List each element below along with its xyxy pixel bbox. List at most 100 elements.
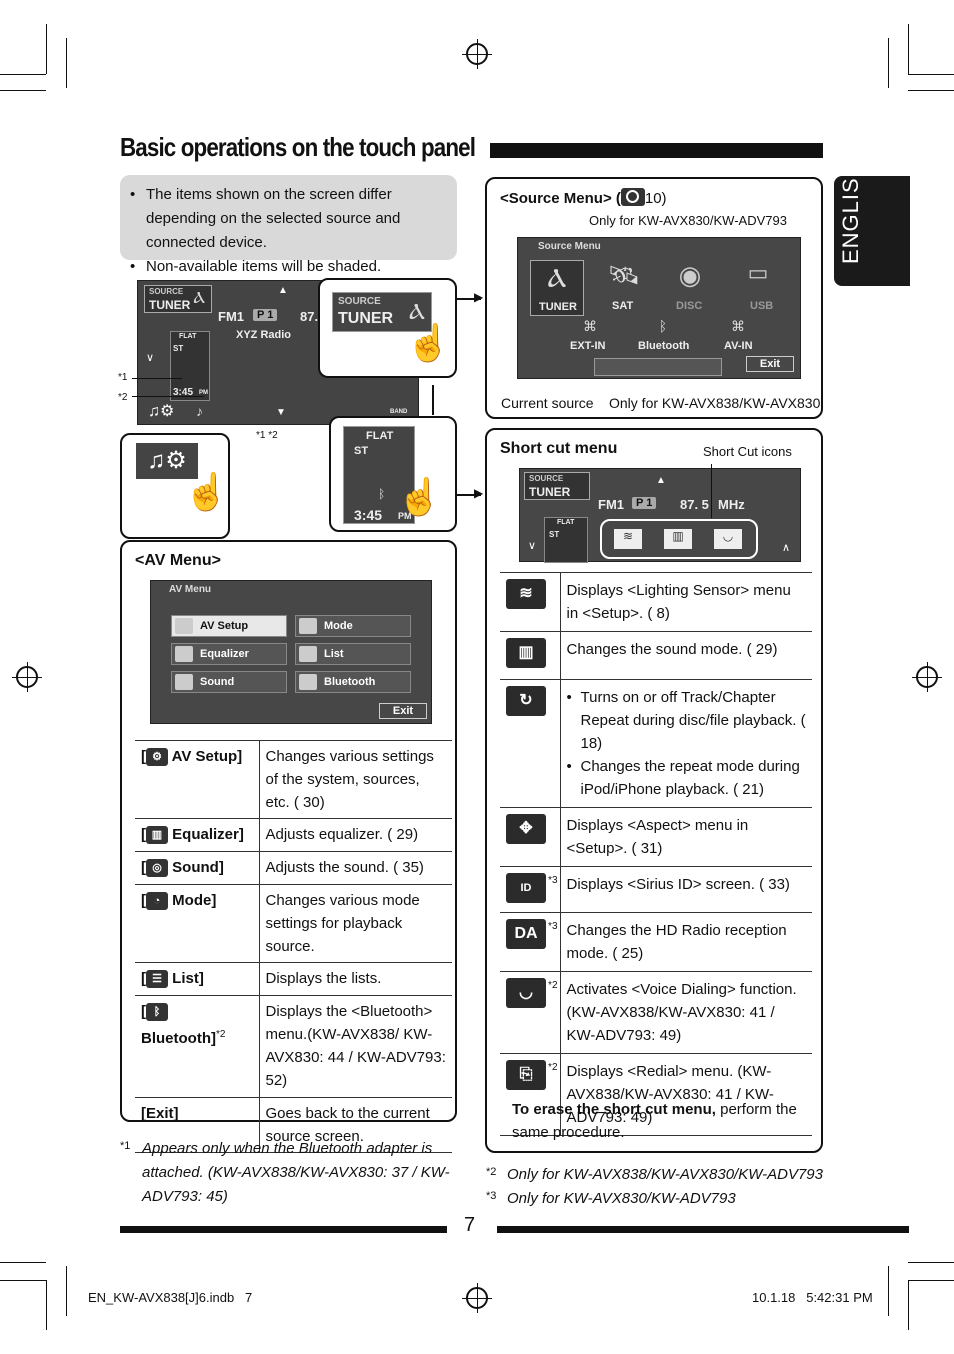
erase-note: To erase the short cut menu, perform the… — [500, 1098, 800, 1144]
note-icon[interactable]: ♪ — [196, 403, 203, 419]
ext-in-source[interactable]: ⌘ EXT-IN — [564, 318, 616, 354]
source-button-zoomed[interactable]: SOURCE TUNER Ⲁ — [332, 292, 432, 332]
time-label: 3:45 — [173, 387, 194, 398]
lighting-sensor-icon[interactable]: ≋ — [614, 529, 642, 549]
bluetooth-button[interactable]: Bluetooth — [295, 671, 411, 693]
tuner-label: TUNER — [338, 310, 394, 327]
source-label: TUNER — [539, 301, 577, 313]
bullet-mark: • — [566, 689, 572, 706]
row-text: Changes the HD Radio reception mode. ( 2… — [560, 912, 812, 972]
sound-icon: ◎ — [146, 859, 168, 878]
mode-icon: ◔ — [146, 892, 168, 911]
key-cell: [Exit] — [135, 1097, 260, 1153]
bluetooth-icon — [299, 674, 317, 690]
button-label: List — [324, 648, 344, 660]
flat-label: FLAT — [366, 430, 394, 442]
footnote-3: Only for KW-AVX830/KW-ADV793 — [507, 1190, 736, 1207]
disc-source[interactable]: ◉ DISC — [662, 260, 718, 316]
page-ref-icon — [620, 188, 645, 206]
note-item: Non-available items will be shaded. — [130, 255, 445, 279]
bluetooth-source[interactable]: ᛒ Bluetooth — [634, 318, 692, 354]
equalizer-button[interactable]: Equalizer — [171, 643, 287, 665]
row-desc: Adjusts equalizer. ( 29) — [259, 818, 452, 852]
station-name: XYZ Radio — [236, 329, 292, 341]
av-setup-button[interactable]: AV Setup — [171, 615, 287, 637]
sound-mode-icon[interactable]: ▥ — [664, 529, 692, 549]
preset-badge: P 1 — [632, 497, 657, 509]
title-bar — [490, 143, 823, 158]
arrowhead-icon: ▶ — [474, 486, 484, 500]
table-row: ▥Changes the sound mode. ( 29) — [500, 631, 812, 680]
hand-pointer-icon: ☝ — [406, 322, 451, 363]
registration-mark — [462, 39, 492, 69]
row-key: AV Setup] — [171, 748, 243, 765]
footer-date: 10.1.18 5:42:31 PM — [752, 1290, 873, 1305]
source-menu-screen-title: Source Menu — [538, 241, 601, 252]
row-bullet: •Turns on or off Track/Chapter Repeat du… — [567, 686, 807, 755]
row-text: Changes the sound mode. ( 29) — [560, 631, 812, 680]
source-menu-screen: Source Menu Ⲁ TUNER 🛰 SAT ◉ DISC ▭ USB ⌘… — [517, 237, 801, 379]
time-label: 3:45 — [354, 507, 383, 523]
flat-panel-zoomed[interactable]: FLAT ST ᛒ 3:45 PM — [343, 426, 415, 524]
crop-mark — [0, 1280, 46, 1281]
source-status-bar — [594, 358, 722, 376]
flat-panel[interactable]: FLAT ST 3:45 PM — [170, 331, 210, 401]
erase-bold: To erase the short cut menu, — [512, 1101, 716, 1118]
down-arrow-icon[interactable]: ∨ — [528, 540, 537, 552]
registration-mark — [462, 1283, 492, 1313]
sound-button[interactable]: Sound — [171, 671, 287, 693]
cable-icon: ⌘ — [583, 318, 597, 334]
crop-mark — [908, 24, 909, 74]
repeat-icon: ↻ — [506, 686, 546, 716]
footnote-marker-12: *1 *2 — [256, 430, 278, 441]
flat-panel[interactable]: FLAT ST — [544, 517, 588, 563]
source-button[interactable]: SOURCE TUNER — [524, 472, 590, 500]
disc-icon: ◉ — [678, 260, 702, 290]
tuner-label: TUNER — [529, 485, 571, 499]
button-label: Sound — [200, 676, 235, 688]
shortcut-heading: Short cut menu — [500, 440, 618, 457]
up-arrow-icon[interactable]: ▲ — [278, 285, 288, 296]
sound-icon — [175, 674, 193, 690]
page-title: Basic operations on the touch panel — [120, 132, 476, 162]
table-row: *2◡Activates <Voice Dialing> function. (… — [500, 971, 812, 1054]
voice-dialing-icon[interactable]: ◡ — [714, 529, 742, 549]
exit-button[interactable]: Exit — [746, 356, 794, 372]
row-text: Activates <Voice Dialing> function. (KW-… — [560, 971, 812, 1054]
button-label: Mode — [324, 620, 353, 632]
preset-badge: P 1 — [253, 309, 278, 321]
av-menu-icon-zoomed[interactable]: ♫⚙ — [136, 443, 198, 479]
footnote-sup: *2 — [548, 980, 558, 991]
callout-line — [132, 378, 182, 379]
down-arrow-icon[interactable]: ▼ — [276, 407, 286, 418]
crop-mark — [908, 74, 954, 75]
gear-icon — [175, 618, 193, 634]
flat-label: FLAT — [179, 333, 197, 340]
band-button[interactable]: BAND — [390, 409, 408, 415]
av-in-source[interactable]: ⌘ AV-IN — [712, 318, 764, 354]
flat-label: FLAT — [557, 519, 575, 526]
list-button[interactable]: List — [295, 643, 411, 665]
row-bullet: •Changes the repeat mode during iPod/iPh… — [567, 755, 807, 801]
mode-icon — [299, 618, 317, 634]
up-arrow-icon[interactable]: ∧ — [782, 542, 791, 554]
av-menu-icon[interactable]: ♫⚙ — [148, 403, 175, 420]
icon-cell: ↻ — [500, 679, 561, 808]
button-label: AV Setup — [200, 620, 249, 632]
key-cell: [◎ Sound] — [135, 851, 260, 885]
bluetooth-icon: ᛒ — [146, 1003, 168, 1022]
exit-button[interactable]: Exit — [379, 703, 427, 719]
footnote-sup: *3 — [548, 921, 558, 932]
down-arrow-icon[interactable]: ∨ — [146, 352, 155, 364]
footer-bar-right — [497, 1226, 909, 1233]
usb-source[interactable]: ▭ USB — [730, 260, 786, 316]
band-label: FM1 — [218, 309, 244, 324]
mode-button[interactable]: Mode — [295, 615, 411, 637]
footnote-2: Only for KW-AVX838/KW-AVX830/KW-ADV793 — [507, 1166, 823, 1183]
tuner-source[interactable]: Ⲁ TUNER — [530, 260, 584, 316]
sat-source[interactable]: 🛰 SAT — [596, 260, 652, 316]
antenna-icon: Ⲁ — [409, 299, 425, 324]
arrowhead-icon: ▶ — [474, 290, 484, 304]
source-button[interactable]: SOURCE TUNER Ⲁ — [144, 285, 212, 313]
up-arrow-icon[interactable]: ▲ — [656, 475, 666, 486]
